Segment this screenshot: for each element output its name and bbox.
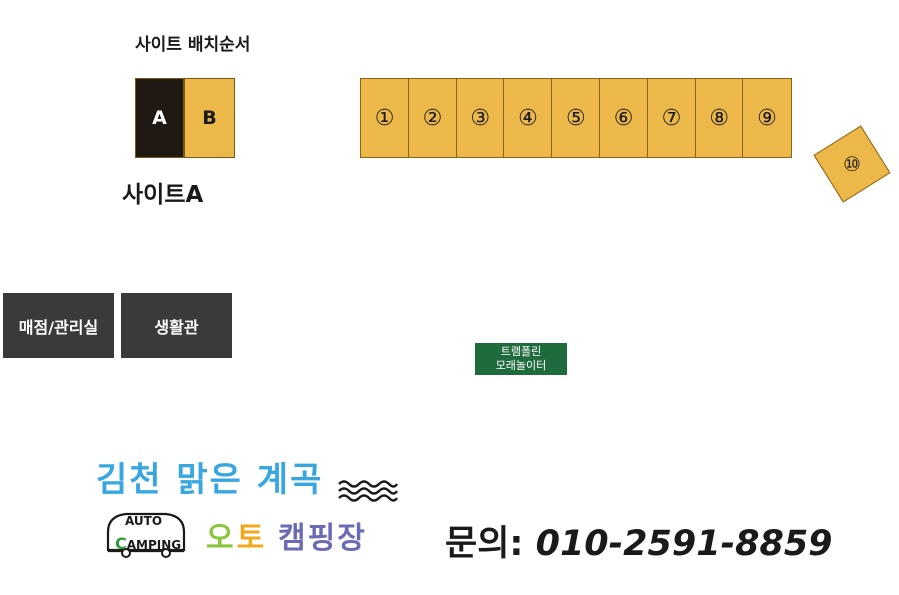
site-5[interactable]: ⑤ xyxy=(551,78,601,158)
badge-amping-letters: AMPING xyxy=(126,538,182,552)
brand-oto-2: 토 xyxy=(236,521,268,556)
legend-title: 사이트 배치순서 xyxy=(135,35,251,55)
site-2[interactable]: ② xyxy=(407,78,458,158)
site-10[interactable]: ⑩ xyxy=(813,125,891,203)
site-row: ① ② ③ ④ ⑤ ⑥ ⑦ ⑧ ⑨ xyxy=(360,78,792,158)
site-1[interactable]: ① xyxy=(360,78,410,158)
site-10-label: ⑩ xyxy=(843,152,861,176)
contact-info: 문의: 010-2591-8859 xyxy=(445,515,833,566)
site-7[interactable]: ⑦ xyxy=(646,78,697,158)
waves-icon xyxy=(338,480,399,502)
badge-c-letter: C xyxy=(115,534,127,553)
auto-camping-badge: AUTO CAMPING xyxy=(102,510,188,560)
site-8[interactable]: ⑧ xyxy=(694,78,744,158)
playground-line-2: 모래놀이터 xyxy=(495,359,547,372)
site-6[interactable]: ⑥ xyxy=(598,78,649,158)
brand-oto: 오토 xyxy=(206,513,267,557)
camper-icon xyxy=(106,512,186,558)
trampoline-sandbox-area[interactable]: 트램폴린 모래놀이터 xyxy=(475,343,567,375)
legend-site-b: B xyxy=(184,78,235,158)
legend-site-a: A xyxy=(135,78,184,158)
site-9[interactable]: ⑨ xyxy=(742,78,792,158)
living-hall-building[interactable]: 생활관 xyxy=(121,293,232,358)
contact-phone[interactable]: 010-2591-8859 xyxy=(535,524,833,564)
site-3[interactable]: ③ xyxy=(455,78,505,158)
store-office-building[interactable]: 매점/관리실 xyxy=(3,293,114,358)
contact-label: 문의: xyxy=(445,524,524,564)
brand-oto-1: 오 xyxy=(206,521,237,556)
badge-camping-text: CAMPING xyxy=(115,534,181,553)
legend-site-label: 사이트A xyxy=(122,182,204,208)
brand-name: 김천 맑은 계곡 xyxy=(96,460,324,500)
site-4[interactable]: ④ xyxy=(503,78,553,158)
site-10-wrapper: ⑩ xyxy=(806,118,898,210)
badge-auto-text: AUTO xyxy=(125,514,163,528)
playground-line-1: 트램폴린 xyxy=(500,345,542,358)
brand-campground: 캠핑장 xyxy=(278,521,367,556)
